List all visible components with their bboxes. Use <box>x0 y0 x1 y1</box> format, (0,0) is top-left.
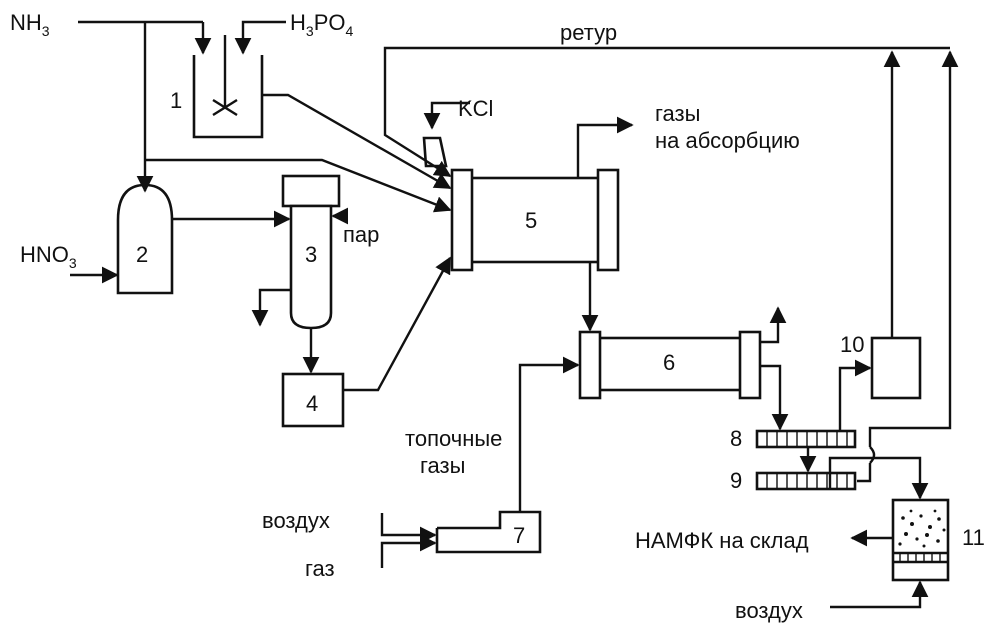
flow-lines <box>70 20 959 609</box>
air-cooler-label: воздух <box>735 598 803 623</box>
product-label: НАМФК на склад <box>635 528 809 553</box>
air-burner-label: воздух <box>262 508 330 533</box>
unit-7-furnace: 7 <box>435 510 542 554</box>
unit-10-label: 10 <box>840 332 864 357</box>
unit-2-label: 2 <box>136 242 148 267</box>
unit-11-label: 11 <box>962 525 985 550</box>
unit-5-label: 5 <box>525 208 537 233</box>
nitric-acid-label: HNO3 <box>20 242 77 271</box>
unit-3-label: 3 <box>305 242 317 267</box>
unit-8-label: 8 <box>730 426 742 451</box>
steam-label: пар <box>343 222 379 247</box>
ammonia-label: NH3 <box>10 10 50 39</box>
unit-5-granulator: 5 <box>450 168 620 272</box>
unit-3-evaporator: 3 <box>281 174 341 330</box>
unit-7-label: 7 <box>513 523 525 548</box>
phosphoric-acid-label: H3PO4 <box>290 10 353 39</box>
retur-label: ретур <box>560 20 617 45</box>
unit-4-label: 4 <box>306 391 318 416</box>
unit-6-dryer: 6 <box>578 330 762 400</box>
unit-8-screen: 8 <box>730 426 857 451</box>
unit-9-label: 9 <box>730 468 742 493</box>
flue-gases-label-line2: газы <box>420 453 465 478</box>
kcl-label: KCl <box>458 96 493 121</box>
unit-2-vessel: 2 <box>116 183 174 295</box>
unit-1-label: 1 <box>170 88 182 113</box>
flue-gases-label-line1: топочные <box>405 426 502 451</box>
unit-11-cooler: 11 <box>891 498 985 582</box>
unit-1-reactor: 1 <box>170 35 264 139</box>
gas-burner-label: газ <box>305 556 335 581</box>
gases-label-line1: газы <box>655 101 700 126</box>
gases-label-line2: на абсорбцию <box>655 128 800 153</box>
unit-4-tank: 4 <box>281 372 345 428</box>
unit-9-screen: 9 <box>730 468 857 493</box>
unit-6-label: 6 <box>663 350 675 375</box>
unit-10-crusher: 10 <box>840 332 922 400</box>
